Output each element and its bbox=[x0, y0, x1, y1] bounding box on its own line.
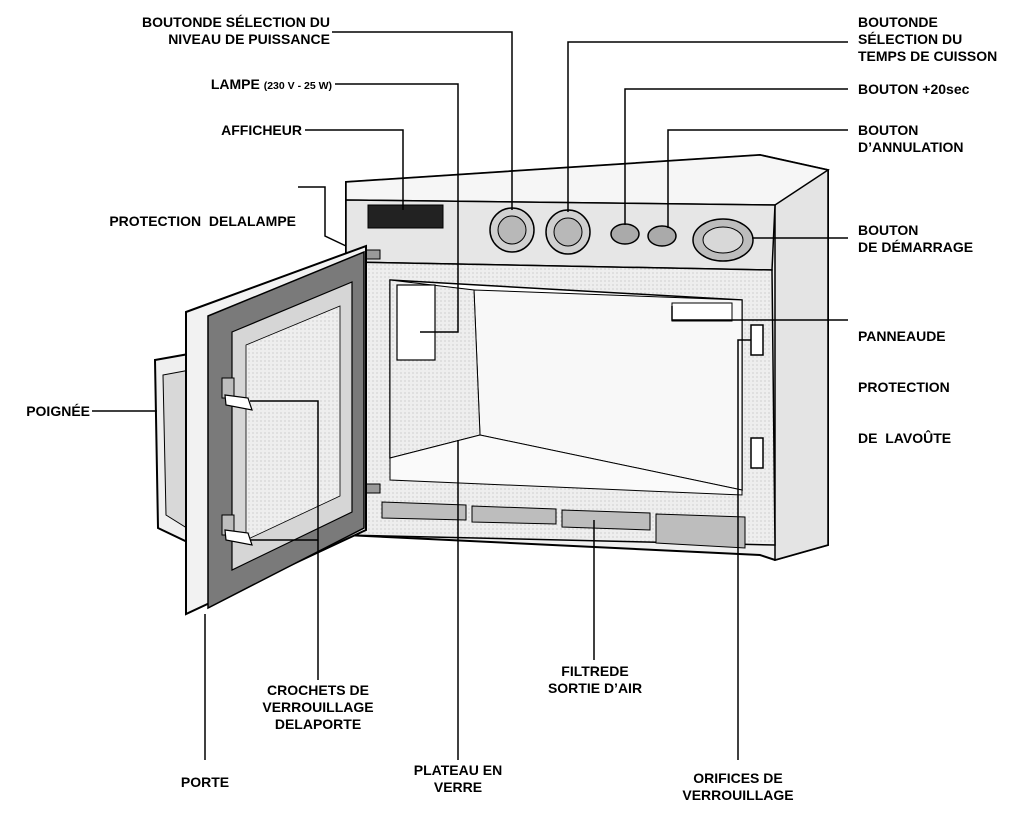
display-screen bbox=[367, 204, 444, 229]
leader-lamp-protection bbox=[298, 186, 347, 247]
label-handle: POIGNÉE bbox=[26, 403, 90, 419]
label-air-filter: FILTREDE SORTIE D’AIR bbox=[547, 663, 643, 696]
leader-lines bbox=[92, 31, 848, 760]
start-button-shape bbox=[692, 218, 754, 262]
lamp-cover bbox=[396, 284, 436, 361]
leader-cancel bbox=[667, 129, 848, 228]
door-hook-bottom bbox=[221, 514, 253, 546]
leader-lock-holes bbox=[737, 339, 751, 760]
label-power-level-button: BOUTONDE SÉLECTION DU NIVEAU DE PUISSANC… bbox=[142, 14, 330, 47]
door bbox=[185, 244, 367, 616]
label-vault-panel: PANNEAUDE PROTECTION DE LAVOÛTE bbox=[858, 328, 952, 446]
door-hook-top bbox=[221, 377, 253, 411]
hinge-bottom bbox=[365, 483, 381, 494]
label-display: AFFICHEUR bbox=[221, 122, 302, 138]
air-outlet-filter bbox=[381, 501, 746, 549]
plus20-button-shape bbox=[610, 223, 640, 245]
label-cancel-button: BOUTON D’ANNULATION bbox=[858, 122, 964, 155]
label-cooking-time-button: BOUTONDE SÉLECTION DU TEMPS DE CUISSON bbox=[858, 14, 998, 64]
hinge-top bbox=[365, 249, 381, 260]
leader-plus20 bbox=[624, 88, 848, 225]
label-lock-holes: ORIFICES DE VERROUILLAGE bbox=[682, 770, 794, 803]
leader-door-hooks bbox=[250, 400, 319, 680]
leader-vault-panel bbox=[671, 306, 848, 321]
leader-lamp bbox=[335, 83, 459, 333]
leader-power-level bbox=[332, 31, 513, 210]
label-start-button: BOUTON DE DÉMARRAGE bbox=[858, 222, 974, 255]
vault-protection-panel bbox=[671, 302, 733, 322]
label-plus20-button: BOUTON +20sec bbox=[858, 81, 970, 97]
leader-cooking-time bbox=[567, 41, 848, 212]
label-lamp: LAMPE (230 V - 25 W) bbox=[210, 76, 332, 92]
lock-hole-bottom bbox=[750, 437, 764, 469]
cancel-button-shape bbox=[647, 225, 677, 247]
label-lamp-protection: PROTECTION DELALAMPE bbox=[109, 213, 296, 229]
label-door: PORTE bbox=[180, 774, 230, 790]
leader-display bbox=[305, 129, 404, 210]
power-level-knob bbox=[489, 207, 535, 253]
label-glass-tray: PLATEAU EN VERRE bbox=[413, 762, 503, 795]
label-door-hooks: CROCHETS DE VERROUILLAGE DELAPORTE bbox=[262, 682, 374, 732]
cooking-time-knob bbox=[545, 209, 591, 255]
lock-hole-top bbox=[750, 324, 764, 356]
